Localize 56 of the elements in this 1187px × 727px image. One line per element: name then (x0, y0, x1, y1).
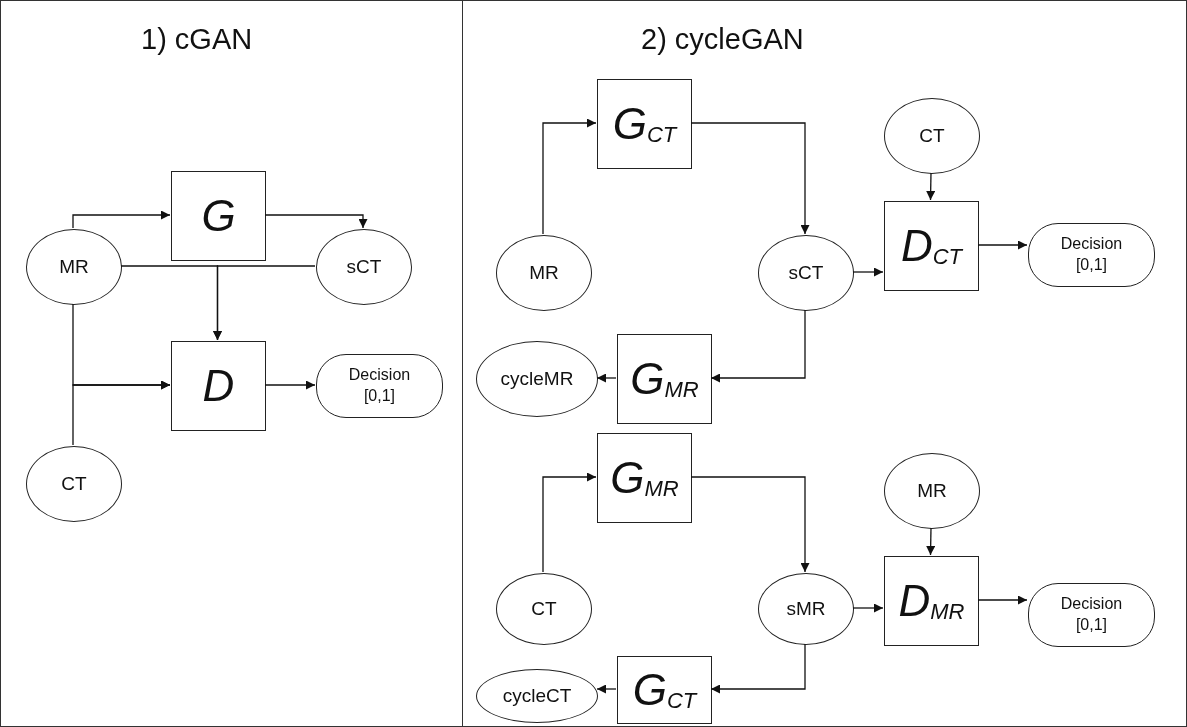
arrow (852, 267, 884, 277)
diagram-panel (0, 0, 463, 727)
data-label: CT (531, 598, 557, 620)
arrow (690, 476, 810, 573)
arrow (264, 380, 316, 390)
network-label: G$_{MR}$ (630, 354, 699, 404)
arrow (926, 527, 936, 556)
network-label: D (202, 361, 235, 411)
output-label: Decision [0,1] (1059, 594, 1124, 635)
data-label: MR (59, 256, 89, 278)
network-box (884, 556, 979, 646)
panel-title: 2) cycleGAN (641, 23, 804, 56)
output-box (1028, 583, 1155, 647)
data-label: sMR (786, 598, 826, 620)
data-label: MR (529, 262, 559, 284)
output-box (1028, 223, 1155, 287)
arrow (710, 309, 806, 383)
arrow (977, 595, 1028, 605)
data-label: MR (917, 480, 947, 502)
arrow (264, 214, 368, 229)
data-label: sCT (788, 262, 824, 284)
network-box (884, 201, 979, 291)
network-box (597, 79, 692, 169)
arrow (213, 265, 316, 341)
network-box (171, 171, 266, 261)
network-label: D$_{MR}$ (898, 576, 965, 626)
data-label: cycleCT (502, 685, 572, 707)
arrow (72, 210, 171, 229)
network-box (171, 341, 266, 431)
network-box (617, 334, 712, 424)
network-box (597, 433, 692, 523)
data-label: cycleMR (500, 368, 574, 390)
arrow (977, 240, 1028, 250)
data-label: CT (919, 125, 945, 147)
output-label: Decision [0,1] (347, 365, 412, 406)
arrow (926, 172, 936, 201)
arrow (710, 643, 806, 694)
arrow (596, 373, 617, 383)
output-box (316, 354, 443, 418)
network-label: G$_{CT}$ (612, 99, 677, 149)
network-label: G$_{MR}$ (610, 453, 679, 503)
network-label: D$_{CT}$ (900, 221, 963, 271)
data-label: CT (61, 473, 87, 495)
arrow (542, 472, 597, 573)
arrow (596, 684, 617, 694)
diagram-panel (462, 0, 1187, 727)
arrow (690, 122, 810, 235)
network-label: G$_{CT}$ (632, 665, 697, 715)
data-label: sCT (346, 256, 382, 278)
arrow (72, 380, 171, 446)
panel-title: 1) cGAN (141, 23, 253, 56)
network-box (617, 656, 712, 724)
output-label: Decision [0,1] (1059, 234, 1124, 275)
arrow (852, 603, 884, 613)
arrow (542, 118, 597, 235)
network-label: G (201, 191, 236, 241)
